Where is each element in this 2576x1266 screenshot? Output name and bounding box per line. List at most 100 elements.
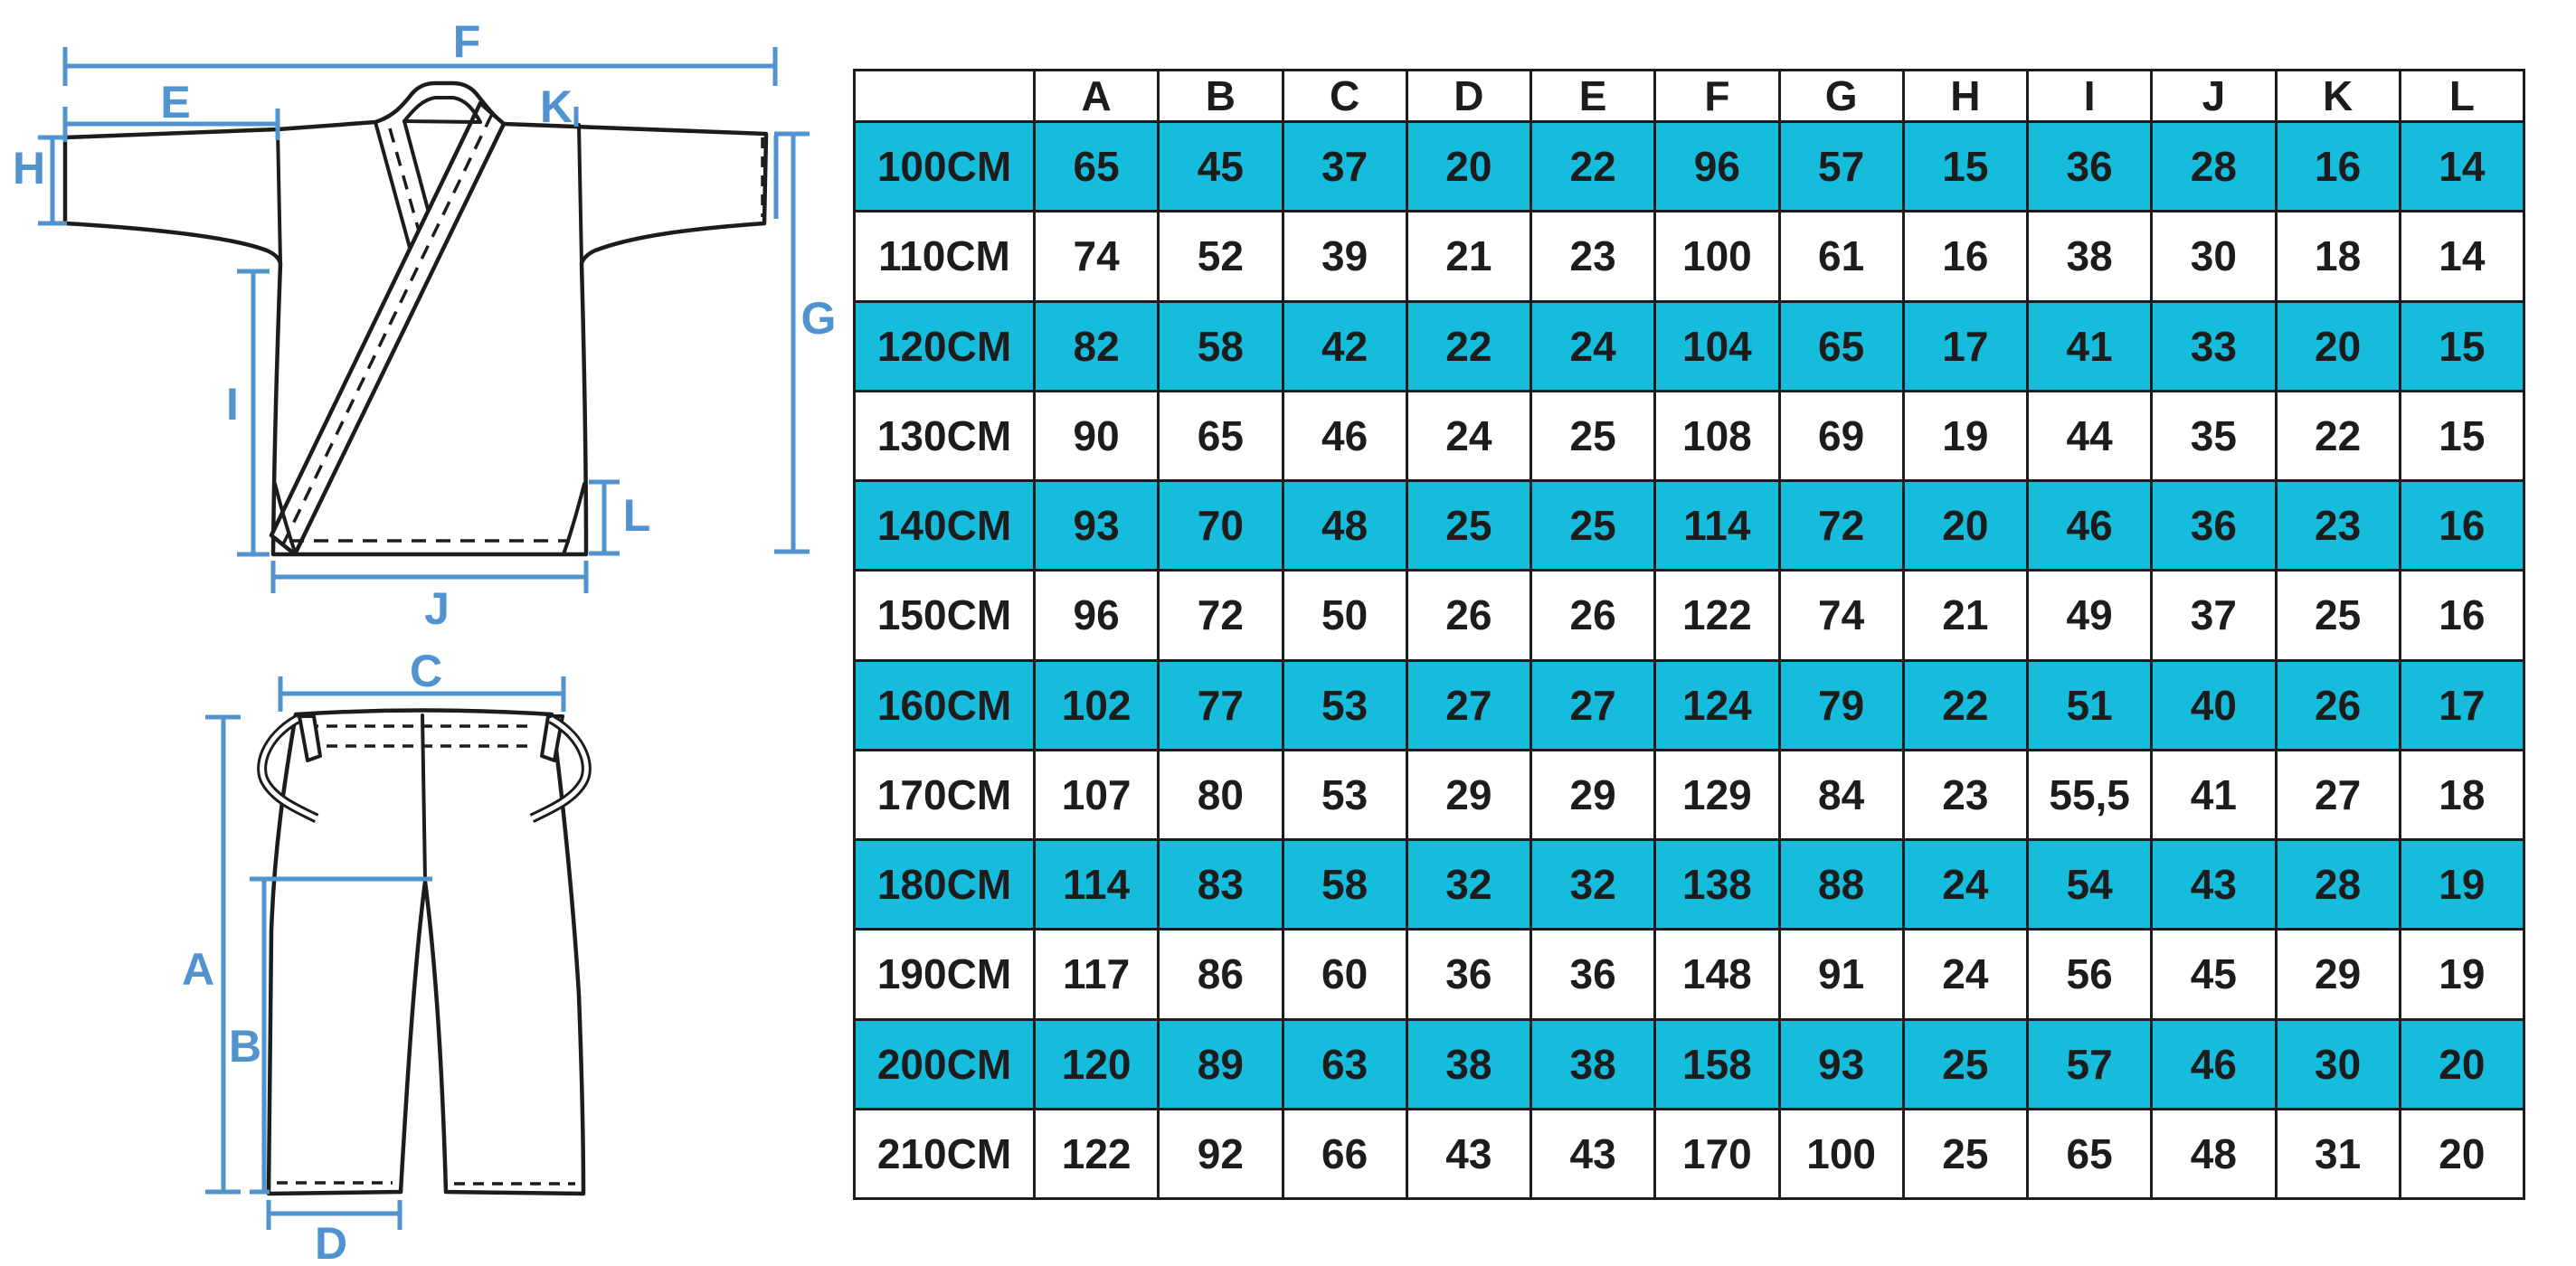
table-cell-130CM-B: 65: [1157, 389, 1284, 483]
dim-C: C: [278, 646, 566, 712]
table-cell-160CM-L: 17: [2398, 658, 2526, 751]
table-cell-130CM-G: 69: [1777, 389, 1905, 483]
table-cell-150CM-D: 26: [1405, 569, 1533, 662]
column-header-L: L: [2398, 69, 2526, 123]
table-cell-120CM-B: 58: [1157, 299, 1284, 392]
table-cell-130CM-J: 35: [2150, 389, 2278, 483]
table-cell-150CM-J: 37: [2150, 569, 2278, 662]
table-cell-140CM-L: 16: [2398, 478, 2526, 572]
table-cell-140CM-K: 23: [2274, 478, 2401, 572]
table-cell-140CM-E: 25: [1529, 478, 1657, 572]
table-cell-190CM-B: 86: [1157, 928, 1284, 1021]
table-cell-210CM-B: 92: [1157, 1107, 1284, 1201]
table-cell-190CM-G: 91: [1777, 928, 1905, 1021]
table-cell-150CM-K: 25: [2274, 569, 2401, 662]
row-header-210CM: 210CM: [853, 1107, 1036, 1201]
table-cell-140CM-D: 25: [1405, 478, 1533, 572]
column-header-H: H: [1901, 69, 2030, 123]
table-cell-100CM-D: 20: [1405, 119, 1533, 213]
table-cell-130CM-F: 108: [1653, 389, 1781, 483]
table-cell-210CM-H: 25: [1901, 1107, 2030, 1201]
table-cell-180CM-B: 83: [1157, 837, 1284, 931]
table-cell-120CM-A: 82: [1032, 299, 1160, 392]
table-cell-160CM-C: 53: [1281, 658, 1408, 751]
table-cell-100CM-A: 65: [1032, 119, 1160, 213]
table-cell-170CM-I: 55,5: [2025, 748, 2154, 842]
column-header-A: A: [1032, 69, 1160, 123]
table-cell-200CM-H: 25: [1901, 1017, 2030, 1110]
column-header-C: C: [1281, 69, 1408, 123]
table-cell-210CM-G: 100: [1777, 1107, 1905, 1201]
table-cell-130CM-C: 46: [1281, 389, 1408, 483]
table-cell-130CM-A: 90: [1032, 389, 1160, 483]
dim-label-D: D: [315, 1218, 347, 1266]
pants-left-drawstring-loop-inner: [260, 716, 318, 821]
dim-D: D: [266, 1200, 402, 1266]
table-cell-160CM-E: 27: [1529, 658, 1657, 751]
row-header-200CM: 200CM: [853, 1017, 1036, 1110]
dim-A: A: [182, 714, 241, 1195]
table-cell-190CM-C: 60: [1281, 928, 1408, 1021]
table-cell-170CM-K: 27: [2274, 748, 2401, 842]
dim-I: I: [226, 269, 270, 557]
jacket-left-slit: [273, 482, 298, 556]
table-cell-180CM-J: 43: [2150, 837, 2278, 931]
table-cell-150CM-H: 21: [1901, 569, 2030, 662]
table-cell-210CM-C: 66: [1281, 1107, 1408, 1201]
table-cell-180CM-I: 54: [2025, 837, 2154, 931]
table-cell-110CM-D: 21: [1405, 210, 1533, 303]
dim-label-K: K: [540, 81, 573, 132]
table-cell-170CM-B: 80: [1157, 748, 1284, 842]
table-cell-190CM-A: 117: [1032, 928, 1160, 1021]
dim-B: B: [229, 876, 432, 1195]
table-cell-110CM-F: 100: [1653, 210, 1781, 303]
column-header-J: J: [2150, 69, 2278, 123]
row-header-190CM: 190CM: [853, 928, 1036, 1021]
table-cell-110CM-H: 16: [1901, 210, 2030, 303]
table-cell-110CM-A: 74: [1032, 210, 1160, 303]
table-cell-130CM-L: 15: [2398, 389, 2526, 483]
jacket-outline: [62, 80, 769, 557]
table-cell-190CM-K: 29: [2274, 928, 2401, 1021]
table-cell-110CM-C: 39: [1281, 210, 1408, 303]
table-cell-100CM-E: 22: [1529, 119, 1657, 213]
table-cell-100CM-C: 37: [1281, 119, 1408, 213]
jacket-collar-base-line: [402, 119, 482, 124]
table-cell-130CM-D: 24: [1405, 389, 1533, 483]
row-header-160CM: 160CM: [853, 658, 1036, 751]
table-cell-100CM-F: 96: [1653, 119, 1781, 213]
dim-label-I: I: [226, 379, 239, 430]
table-cell-150CM-B: 72: [1157, 569, 1284, 662]
table-cell-110CM-G: 61: [1777, 210, 1905, 303]
table-cell-170CM-J: 41: [2150, 748, 2278, 842]
table-cell-210CM-J: 48: [2150, 1107, 2278, 1201]
table-cell-200CM-G: 93: [1777, 1017, 1905, 1110]
table-cell-160CM-J: 40: [2150, 658, 2278, 751]
table-cell-160CM-I: 51: [2025, 658, 2154, 751]
table-cell-200CM-E: 38: [1529, 1017, 1657, 1110]
table-cell-120CM-F: 104: [1653, 299, 1781, 392]
table-cell-140CM-F: 114: [1653, 478, 1781, 572]
column-header-B: B: [1157, 69, 1284, 123]
table-cell-180CM-H: 24: [1901, 837, 2030, 931]
pants-outline: [266, 708, 586, 1196]
table-cell-170CM-G: 84: [1777, 748, 1905, 842]
table-cell-160CM-D: 27: [1405, 658, 1533, 751]
table-cell-110CM-B: 52: [1157, 210, 1284, 303]
dim-label-G: G: [801, 293, 837, 344]
dim-G: G: [773, 131, 837, 554]
table-cell-190CM-E: 36: [1529, 928, 1657, 1021]
table-cell-170CM-D: 29: [1405, 748, 1533, 842]
row-header-110CM: 110CM: [853, 210, 1036, 303]
column-header-K: K: [2274, 69, 2401, 123]
jacket-left-lapel-edge: [374, 120, 416, 266]
pants-drawing: [257, 708, 592, 1196]
